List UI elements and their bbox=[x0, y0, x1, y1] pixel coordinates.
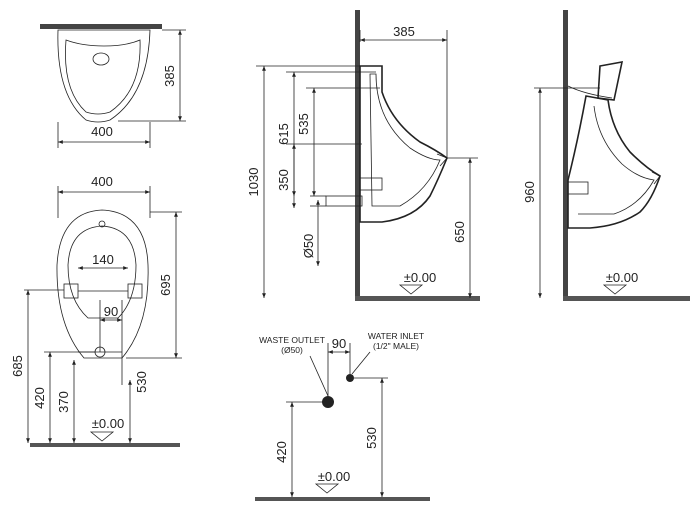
connections-floor bbox=[255, 497, 430, 501]
front-view-floor bbox=[30, 443, 180, 447]
side-view-bracket bbox=[359, 177, 383, 191]
side-floor-marker bbox=[398, 284, 424, 295]
side-view: 385 1030 615 535 350 Ø50 650 ±0.00 bbox=[246, 10, 480, 301]
water-inlet-label: WATER INLET bbox=[368, 331, 424, 341]
front-h530-dim: 530 bbox=[134, 371, 149, 393]
waste-leader bbox=[309, 355, 329, 397]
front-view-bowl-inner bbox=[67, 225, 137, 319]
side-view-pipe bbox=[325, 195, 363, 207]
top-view-bowl-inner bbox=[65, 39, 141, 115]
side-h350-dim: 350 bbox=[276, 169, 291, 191]
top-view: 400 385 bbox=[40, 24, 186, 148]
side-view-2: 960 ±0.00 bbox=[522, 10, 690, 301]
side-pipe-dim: Ø50 bbox=[301, 234, 316, 259]
front-overall-dim: 685 bbox=[10, 355, 25, 377]
top-view-bowl-outline bbox=[57, 29, 151, 123]
waste-outlet-label: WASTE OUTLET bbox=[259, 335, 325, 345]
waste-outlet-point bbox=[322, 396, 334, 408]
side-view-urinal-inner bbox=[369, 73, 441, 207]
front-view-bracket-right bbox=[127, 283, 143, 299]
water-leader bbox=[351, 351, 371, 375]
side-view-2-urinal-inner bbox=[578, 105, 655, 215]
top-view-wall bbox=[40, 24, 162, 29]
front-view-bowl-outline bbox=[56, 209, 149, 359]
front-view: 400 140 90 695 685 420 370 530 ±0.00 bbox=[10, 174, 182, 447]
front-floor-level: ±0.00 bbox=[92, 416, 124, 431]
front-width-dim: 400 bbox=[91, 174, 113, 189]
side-view-wall bbox=[355, 10, 360, 300]
waste-outlet-sub: (Ø50) bbox=[281, 345, 303, 355]
front-inner-dim: 140 bbox=[92, 252, 114, 267]
side-h615-dim: 615 bbox=[276, 123, 291, 145]
side-view-2-lip bbox=[651, 171, 661, 185]
conn-h530-dim: 530 bbox=[364, 427, 379, 449]
top-view-spreader bbox=[92, 52, 110, 66]
side-floor-level: ±0.00 bbox=[404, 270, 436, 285]
side-view-floor bbox=[355, 296, 480, 301]
front-offset-dim: 90 bbox=[104, 304, 118, 319]
side-view-2-chain bbox=[567, 85, 613, 99]
side-2-floor-marker bbox=[602, 284, 628, 295]
front-view-inlet bbox=[98, 220, 106, 228]
top-width-dim: 400 bbox=[91, 124, 113, 139]
side2-floor-level: ±0.00 bbox=[606, 270, 638, 285]
conn-floor-level: ±0.00 bbox=[318, 469, 350, 484]
side-view-2-wall bbox=[563, 10, 568, 300]
side-view-2-flush-valve bbox=[597, 60, 624, 101]
front-height-dim: 695 bbox=[158, 274, 173, 296]
top-depth-dim: 385 bbox=[162, 65, 177, 87]
side-view-2-urinal-outline bbox=[567, 95, 661, 229]
side-view-2-bracket bbox=[567, 181, 589, 195]
side-depth-dim: 385 bbox=[393, 24, 415, 39]
side-h535-dim: 535 bbox=[296, 113, 311, 135]
conn-offset-dim: 90 bbox=[332, 336, 346, 351]
side2-h960-dim: 960 bbox=[522, 181, 537, 203]
conn-floor-marker bbox=[314, 483, 340, 494]
side-h650-dim: 650 bbox=[452, 221, 467, 243]
side-h1030-dim: 1030 bbox=[246, 168, 261, 197]
front-h420-dim: 420 bbox=[32, 387, 47, 409]
front-floor-marker bbox=[89, 431, 115, 442]
water-inlet-sub: (1/2" MALE) bbox=[373, 341, 419, 351]
conn-h420-dim: 420 bbox=[274, 441, 289, 463]
side-view-urinal-outline bbox=[359, 65, 448, 223]
water-inlet-point bbox=[346, 374, 354, 382]
connections-view: WASTE OUTLET (Ø50) WATER INLET (1/2" MAL… bbox=[255, 331, 430, 501]
side-view-2-floor bbox=[563, 296, 690, 301]
front-h370-dim: 370 bbox=[56, 391, 71, 413]
